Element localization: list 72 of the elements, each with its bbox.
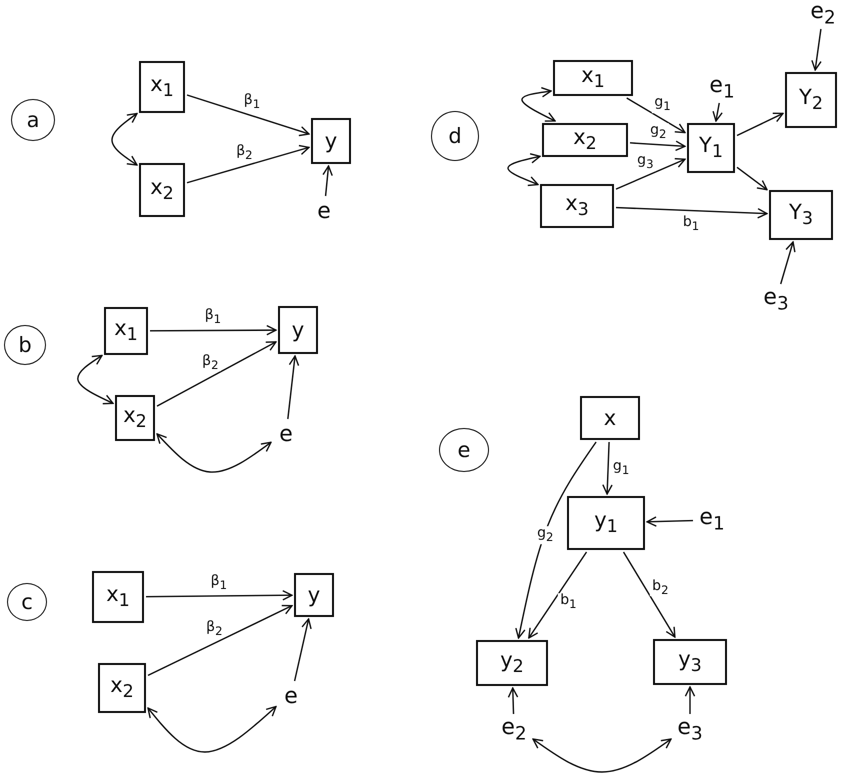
double-headed-curved-arrow <box>532 738 672 773</box>
arrow <box>186 144 310 184</box>
variable-box: Y$_{3}$ <box>769 190 833 240</box>
arrow <box>736 112 784 136</box>
panel-letter-circle: e <box>439 428 489 472</box>
variable-box: x <box>580 396 640 440</box>
error-term: e$_{2}$ <box>807 1 839 27</box>
edge-label: β$_{2}$ <box>204 620 224 638</box>
variable-box: y <box>311 118 351 164</box>
error-term: e$_{3}$ <box>673 716 707 744</box>
variable-box: x$_{2}$ <box>115 395 155 441</box>
panel-letter-circle: b <box>4 325 46 365</box>
arrow <box>684 686 696 714</box>
error-term: e$_{1}$ <box>695 506 729 534</box>
variable-box: Y$_{2}$ <box>785 72 837 128</box>
panel-letter-circle: d <box>431 111 479 161</box>
double-headed-curved-arrow <box>156 433 272 473</box>
arrow <box>712 102 723 122</box>
edge-label: g$_{1}$ <box>652 95 673 113</box>
arrow <box>322 165 333 196</box>
variable-box: x$_{2}$ <box>98 663 146 713</box>
arrow <box>508 687 518 714</box>
arrow <box>146 590 293 601</box>
arrow <box>811 28 822 71</box>
variable-box: x$_{2}$ <box>139 163 185 217</box>
error-term: e$_{2}$ <box>497 716 531 744</box>
variable-box: x$_{3}$ <box>540 184 614 228</box>
edge-label: β$_{2}$ <box>200 354 220 372</box>
arrow <box>736 166 768 190</box>
arrow <box>515 442 597 639</box>
arrow <box>156 341 277 407</box>
edge-label: g$_{2}$ <box>535 526 556 544</box>
arrow <box>626 97 686 134</box>
edge-label: g$_{2}$ <box>648 122 668 140</box>
arrow <box>630 140 686 152</box>
arrow <box>294 618 312 682</box>
variable-box: Y$_{1}$ <box>687 123 735 173</box>
variable-box: y$_{3}$ <box>653 639 727 685</box>
arrow <box>150 324 277 336</box>
error-term: e$_{1}$ <box>707 75 737 101</box>
error-term: e$_{3}$ <box>760 286 792 314</box>
variable-box: x$_{1}$ <box>139 61 185 113</box>
variable-box: y <box>294 573 334 617</box>
error-term: e <box>278 683 304 711</box>
arrow <box>616 206 768 219</box>
arrow <box>616 158 686 190</box>
arrow <box>287 355 300 420</box>
edge-label: g$_{3}$ <box>635 153 656 172</box>
variable-box: x$_{1}$ <box>553 60 633 96</box>
arrow <box>148 604 293 676</box>
panel-letter-circle: a <box>11 99 55 141</box>
edge-label: b$_{2}$ <box>650 578 670 597</box>
double-headed-curved-arrow <box>507 153 541 186</box>
arrow <box>528 552 588 639</box>
variable-box: y$_{2}$ <box>476 640 548 686</box>
variable-box: x$_{1}$ <box>104 307 148 355</box>
variable-box: x$_{2}$ <box>542 123 628 157</box>
variable-box: y$_{1}$ <box>567 496 645 550</box>
double-headed-curved-arrow <box>147 706 277 753</box>
arrow <box>602 442 613 495</box>
variable-box: y <box>278 306 318 354</box>
error-term: e <box>273 421 299 449</box>
double-headed-curved-arrow <box>77 354 114 404</box>
variable-box: x$_{1}$ <box>92 571 144 623</box>
error-term: e <box>311 198 337 226</box>
arrow <box>646 516 694 527</box>
arrow <box>622 552 676 638</box>
double-headed-curved-arrow <box>111 112 138 166</box>
panel-letter-circle: c <box>7 583 47 621</box>
arrow <box>780 241 796 284</box>
arrow <box>186 94 310 136</box>
double-headed-curved-arrow <box>521 87 556 122</box>
